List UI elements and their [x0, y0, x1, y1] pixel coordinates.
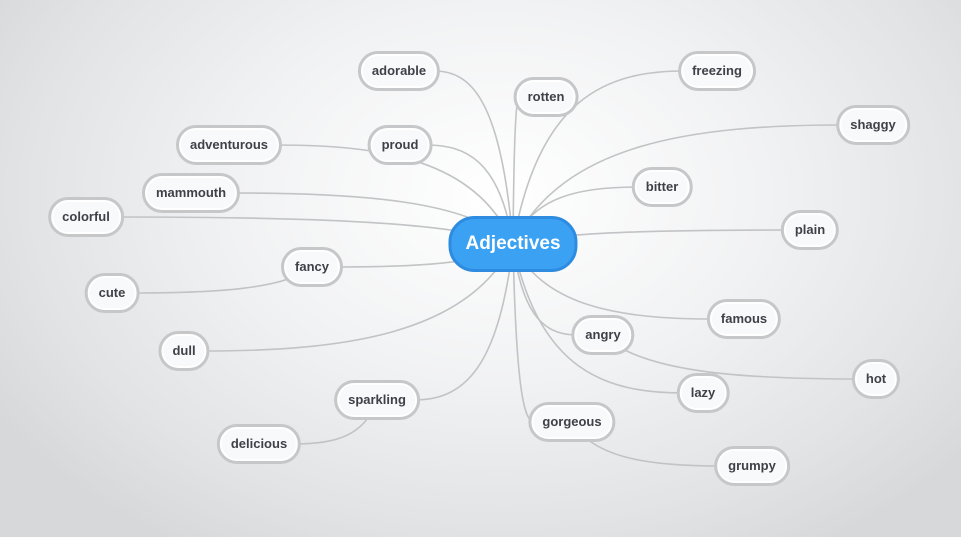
link-center-adorable	[434, 70, 514, 245]
topic-plain[interactable]: plain	[780, 210, 840, 250]
topic-freezing[interactable]: freezing	[678, 51, 756, 91]
link-center-dull	[203, 243, 514, 352]
topic-grumpy[interactable]: grumpy	[714, 446, 790, 486]
topic-bitter[interactable]: bitter	[631, 167, 693, 207]
topic-rotten[interactable]: rotten	[513, 77, 579, 117]
link-center-shaggy	[512, 124, 843, 245]
topic-adventurous[interactable]: adventurous	[175, 125, 283, 165]
topic-fancy[interactable]: fancy	[281, 247, 343, 287]
topic-lazy[interactable]: lazy	[676, 373, 730, 413]
topic-hot[interactable]: hot	[851, 359, 901, 399]
topic-proud[interactable]: proud	[367, 125, 433, 165]
topic-sparkling[interactable]: sparkling	[334, 380, 420, 420]
topic-shaggy[interactable]: shaggy	[836, 105, 910, 145]
link-center-sparkling	[413, 243, 514, 401]
link-angry-hot	[602, 334, 858, 380]
topic-dull[interactable]: dull	[158, 331, 210, 371]
link-center-freezing	[512, 70, 685, 245]
topic-adorable[interactable]: adorable	[357, 51, 441, 91]
central-topic-adjectives[interactable]: Adjectives	[448, 216, 578, 272]
link-center-lazy	[512, 243, 683, 394]
topic-angry[interactable]: angry	[571, 315, 635, 355]
topic-cute[interactable]: cute	[84, 273, 140, 313]
topic-gorgeous[interactable]: gorgeous	[528, 402, 616, 442]
topic-delicious[interactable]: delicious	[216, 424, 302, 464]
topic-colorful[interactable]: colorful	[48, 197, 124, 237]
topic-mammouth[interactable]: mammouth	[141, 173, 241, 213]
topic-famous[interactable]: famous	[706, 299, 782, 339]
